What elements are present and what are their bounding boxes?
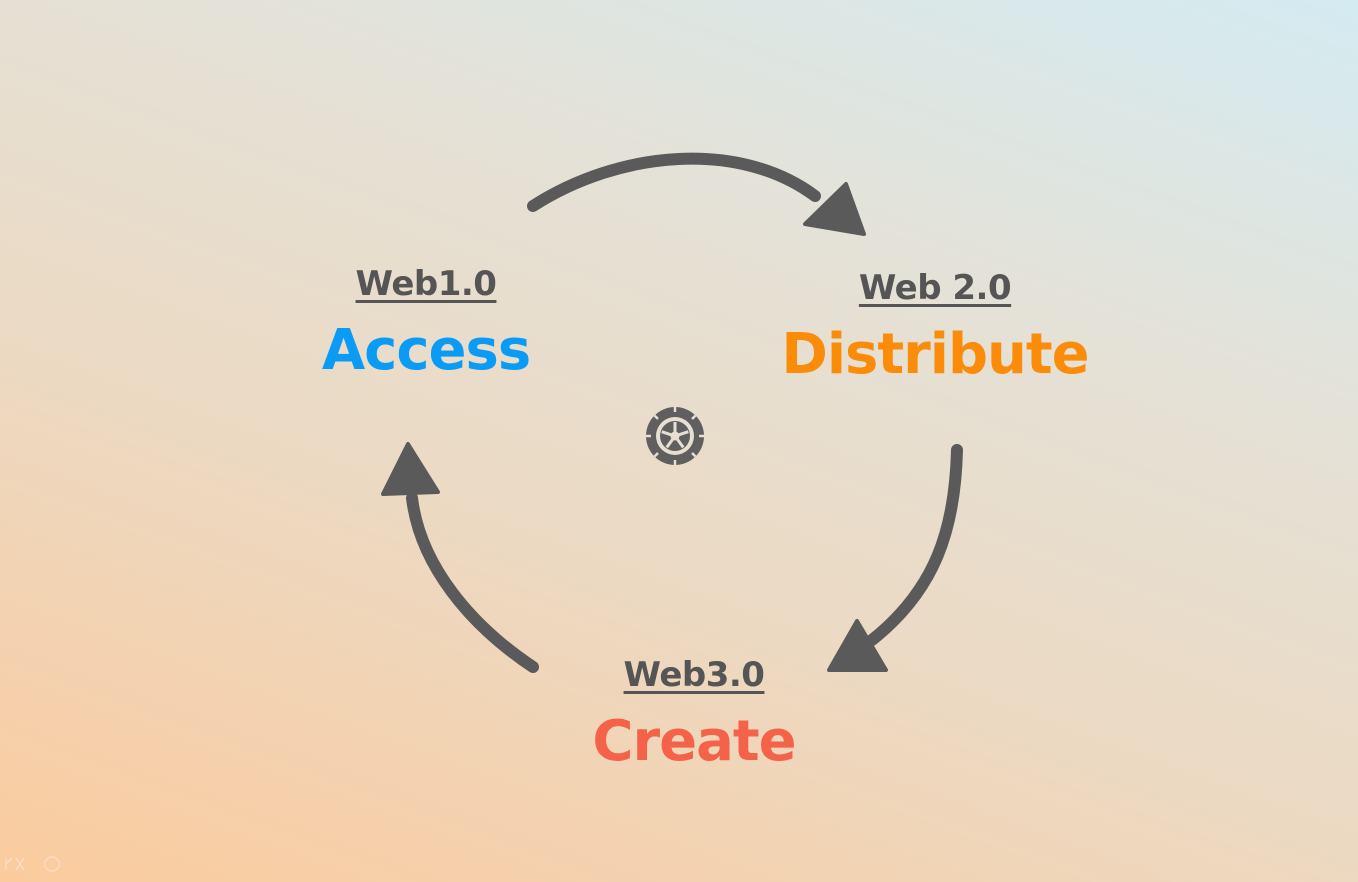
web2-verb-label: Distribute <box>781 322 1089 387</box>
watermark-logo-icon <box>5 856 60 872</box>
web1-era-label: Web1.0 <box>355 264 497 304</box>
arrow-web1-to-web2 <box>527 152 821 212</box>
arrow-web3-to-web1 <box>406 492 539 673</box>
arrow-web2-to-web3 <box>866 444 963 646</box>
web2-era-label: Web 2.0 <box>858 268 1012 308</box>
arrowhead-web3 <box>827 619 888 672</box>
web3-verb-label: Create <box>592 709 796 774</box>
arrowhead-web1 <box>381 442 440 496</box>
web3-era-label: Web3.0 <box>623 655 765 695</box>
arrowhead-web2 <box>803 182 866 236</box>
node-web1: Web1.0 Access <box>321 264 531 383</box>
web1-verb-label: Access <box>321 318 531 383</box>
node-web2: Web 2.0 Distribute <box>781 268 1089 387</box>
node-web3: Web3.0 Create <box>592 655 796 774</box>
wheel-icon <box>646 407 704 465</box>
